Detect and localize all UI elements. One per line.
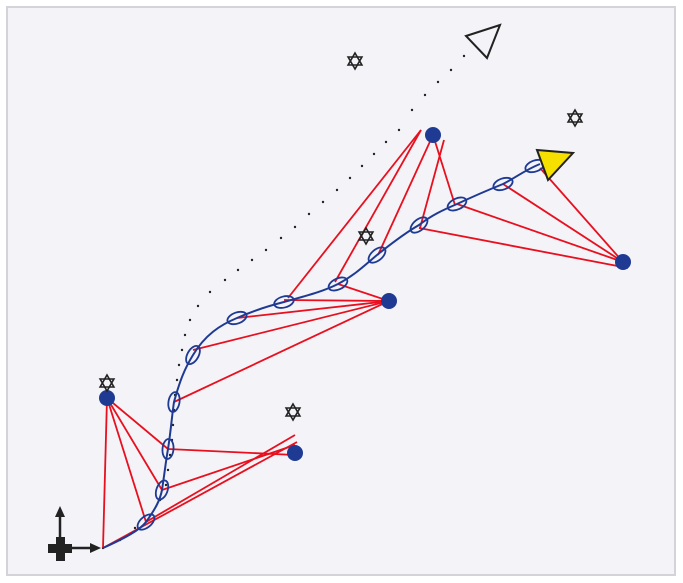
path-dot xyxy=(175,378,179,382)
uncertainty-ellipse xyxy=(273,295,295,309)
observation-line xyxy=(539,167,624,263)
path-dot xyxy=(348,176,352,180)
path-dot xyxy=(133,526,137,530)
six-point-star-icon xyxy=(357,226,375,246)
uncertainty-ellipse xyxy=(161,438,175,460)
path-dot xyxy=(321,200,325,204)
triangle-filled-icon xyxy=(535,148,576,182)
observation-line xyxy=(145,434,296,523)
star-triangle-down xyxy=(98,378,116,393)
observation-line xyxy=(173,300,390,403)
path-dot xyxy=(410,108,414,112)
observation-line xyxy=(377,134,434,256)
observation-line xyxy=(334,129,422,283)
path-dot xyxy=(423,93,427,97)
observation-lines xyxy=(102,129,629,549)
uncertainty-ellipse xyxy=(446,196,468,212)
observation-line xyxy=(502,183,624,263)
path-dot xyxy=(462,54,466,58)
star-triangle-down xyxy=(346,56,364,71)
observation-line xyxy=(161,444,296,491)
star-triangle-up xyxy=(566,108,584,123)
uncertainty-ellipse xyxy=(154,479,170,501)
axes-origin-icon xyxy=(48,506,101,561)
path-dot xyxy=(360,164,364,168)
pose-uncertainty-ellipses xyxy=(136,158,546,531)
six-point-star-icon xyxy=(284,402,302,422)
path-dot xyxy=(177,363,181,367)
observation-line xyxy=(418,227,629,269)
path-dot xyxy=(372,152,376,156)
path-dot xyxy=(279,236,283,240)
observation-line xyxy=(106,397,163,491)
path-dot xyxy=(208,290,212,294)
observation-line xyxy=(102,397,108,549)
star-triangle-down xyxy=(357,231,375,246)
observation-line xyxy=(456,203,624,263)
uncertainty-ellipse xyxy=(226,310,248,326)
observation-line xyxy=(283,299,390,302)
uncertainty-ellipse xyxy=(492,176,514,192)
path-dot xyxy=(236,268,240,272)
observation-line xyxy=(106,397,147,523)
uncertainty-ellipse xyxy=(327,276,349,292)
path-dot xyxy=(166,468,170,472)
observation-line xyxy=(236,300,390,319)
observation-line xyxy=(432,134,456,206)
path-dot xyxy=(335,188,339,192)
path-dot xyxy=(264,248,268,252)
filled-circle-icon xyxy=(99,390,115,406)
star-triangle-up xyxy=(346,51,364,66)
path-dot xyxy=(384,140,388,144)
path-dot xyxy=(307,212,311,216)
path-dot xyxy=(168,453,172,457)
filled-circle-icon xyxy=(615,254,631,270)
six-point-star-icon xyxy=(566,108,584,128)
path-dot xyxy=(397,128,401,132)
triangle-outline-icon xyxy=(464,23,502,60)
path-dot xyxy=(183,333,187,337)
star-triangle-up xyxy=(284,402,302,417)
observation-line xyxy=(192,300,390,351)
estimated-trajectory xyxy=(102,163,541,549)
uncertainty-ellipse xyxy=(167,391,181,413)
observation-line xyxy=(419,139,445,229)
estimated-landmarks xyxy=(99,127,631,461)
filled-circle-icon xyxy=(425,127,441,143)
observation-line xyxy=(287,129,422,299)
true-landmarks xyxy=(98,51,584,422)
star-triangle-down xyxy=(566,113,584,128)
slam-canvas xyxy=(6,6,676,576)
filled-circle-icon xyxy=(287,445,303,461)
star-triangle-down xyxy=(284,407,302,422)
path-dot xyxy=(196,304,200,308)
uncertainty-ellipse xyxy=(136,513,156,531)
filled-circle-icon xyxy=(381,293,397,309)
path-dot xyxy=(180,348,184,352)
observation-line xyxy=(337,283,390,302)
observation-line xyxy=(106,397,169,450)
path-dot xyxy=(436,80,440,84)
path-dot xyxy=(293,225,297,229)
path-dot xyxy=(250,258,254,262)
path-dot xyxy=(164,483,168,487)
uncertainty-ellipse xyxy=(185,345,201,365)
path-dot xyxy=(188,318,192,322)
path-dot xyxy=(171,423,175,427)
uncertainty-ellipse xyxy=(409,216,429,234)
path-dot xyxy=(223,278,227,282)
six-point-star-icon xyxy=(346,51,364,71)
six-point-star-icon xyxy=(98,373,116,393)
path-dot xyxy=(449,68,453,72)
uncertainty-ellipse xyxy=(367,246,387,264)
star-triangle-up xyxy=(98,373,116,388)
star-triangle-up xyxy=(357,226,375,241)
